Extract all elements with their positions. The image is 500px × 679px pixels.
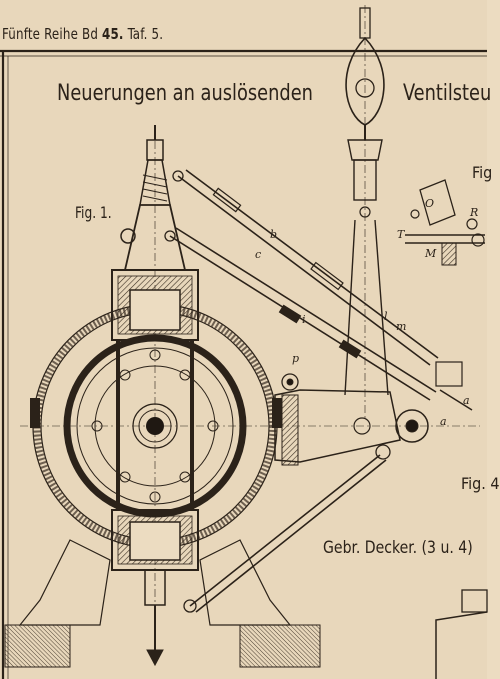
part-letter-a: a	[463, 394, 470, 407]
center-lines	[20, 5, 480, 665]
volume-number: 45.	[102, 25, 124, 43]
volume-prefix: Bd	[82, 25, 99, 43]
plate-title-left: Neuerungen an auslösenden	[57, 81, 313, 106]
part-letter-m: m	[396, 320, 406, 333]
figure-label-cut-bottom: Fig. 4	[461, 474, 500, 493]
plate-border	[0, 49, 487, 679]
plate-title-right: Ventilsteu	[403, 81, 492, 106]
part-letter-p: p	[292, 352, 299, 365]
valve-rods	[120, 169, 473, 613]
series-header: Fünfte Reihe Bd 45. Taf. 5.	[2, 27, 163, 42]
engineering-plate-drawing: b c i l m p a a O R T M	[0, 5, 488, 679]
part-letter-m-upper: M	[424, 247, 437, 260]
plate-number: Taf. 5.	[127, 25, 164, 43]
part-letter-l: l	[384, 310, 388, 323]
part-letter-a-2: a	[440, 415, 447, 428]
eccentric-housing	[274, 373, 429, 466]
maker-credit: Gebr. Decker. (3 u. 4)	[323, 538, 473, 558]
part-letter-t: T	[397, 228, 406, 241]
part-letter-i: i	[302, 313, 306, 326]
figure-label-cut-top: Fig	[472, 163, 493, 182]
part-letter-o: O	[425, 197, 434, 210]
foundation	[4, 539, 321, 668]
part-letters: b c i l m p a a O R T M	[255, 197, 478, 428]
governor-column	[344, 7, 389, 396]
part-letter-b: b	[270, 228, 277, 241]
part-letter-r: R	[469, 206, 478, 219]
figure-label-fig1: Fig. 1.	[75, 203, 112, 222]
detail-figure-bottom-right	[435, 589, 488, 679]
series-name: Fünfte Reihe	[2, 25, 79, 43]
detail-figure-top-right	[405, 179, 485, 266]
part-letter-c: c	[255, 248, 261, 261]
valve-body	[111, 125, 199, 667]
